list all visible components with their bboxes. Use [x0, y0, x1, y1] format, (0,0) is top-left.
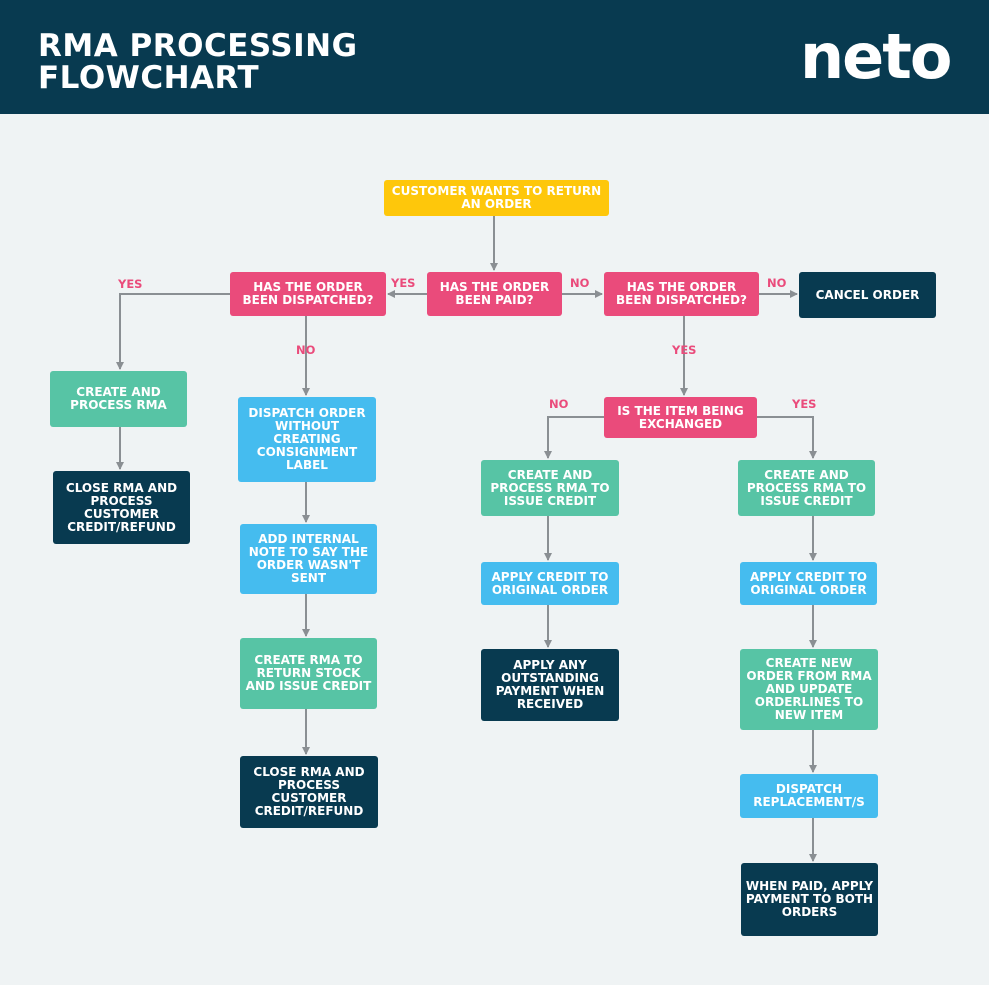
- credit-node-yes: CREATE AND PROCESS RMA TO ISSUE CREDIT: [738, 460, 875, 516]
- new-order-node: CREATE NEW ORDER FROM RMA AND UPDATE ORD…: [740, 649, 878, 730]
- arrow-left-yes: [116, 293, 230, 370]
- label-paid-no: NO: [570, 276, 590, 290]
- title-line-2: FLOWCHART: [38, 60, 260, 96]
- decision-dispatched-right: HAS THE ORDER BEEN DISPATCHED?: [604, 272, 759, 316]
- start-node: CUSTOMER WANTS TO RETURN AN ORDER: [384, 180, 609, 216]
- label-right-no: NO: [767, 276, 787, 290]
- arrow-exch-yes: [757, 416, 817, 459]
- create-rma-return-node: CREATE RMA TO RETURN STOCK AND ISSUE CRE…: [240, 638, 377, 709]
- close-rma-node-2: CLOSE RMA AND PROCESS CUSTOMER CREDIT/RE…: [240, 756, 378, 828]
- apply-credit-node-no: APPLY CREDIT TO ORIGINAL ORDER: [481, 562, 619, 605]
- dispatch-replacement-node: DISPATCH REPLACEMENT/S: [740, 774, 878, 818]
- label-left-yes: YES: [118, 277, 143, 291]
- neto-logo: neto: [800, 20, 952, 93]
- apply-outstanding-node: APPLY ANY OUTSTANDING PAYMENT WHEN RECEI…: [481, 649, 619, 721]
- close-rma-node-1: CLOSE RMA AND PROCESS CUSTOMER CREDIT/RE…: [53, 471, 190, 544]
- label-right-yes: YES: [672, 343, 697, 357]
- decision-paid: HAS THE ORDER BEEN PAID?: [427, 272, 562, 316]
- label-paid-yes: YES: [391, 276, 416, 290]
- decision-exchanged: IS THE ITEM BEING EXCHANGED: [604, 397, 757, 438]
- label-exch-yes: YES: [792, 397, 817, 411]
- cancel-order-node: CANCEL ORDER: [799, 272, 936, 318]
- dispatch-without-label-node: DISPATCH ORDER WITHOUT CREATING CONSIGNM…: [238, 397, 376, 482]
- create-process-rma-node: CREATE AND PROCESS RMA: [50, 371, 187, 427]
- label-left-no: NO: [296, 343, 316, 357]
- title-line-1: RMA PROCESSING: [38, 28, 358, 64]
- label-exch-no: NO: [549, 397, 569, 411]
- credit-node-no: CREATE AND PROCESS RMA TO ISSUE CREDIT: [481, 460, 619, 516]
- apply-credit-node-yes: APPLY CREDIT TO ORIGINAL ORDER: [740, 562, 877, 605]
- internal-note-node: ADD INTERNAL NOTE TO SAY THE ORDER WASN'…: [240, 524, 377, 594]
- when-paid-node: WHEN PAID, APPLY PAYMENT TO BOTH ORDERS: [741, 863, 878, 936]
- arrow-exch-no: [544, 416, 604, 459]
- header-banner: RMA PROCESSING FLOWCHART neto: [0, 0, 989, 114]
- page-title: RMA PROCESSING FLOWCHART: [38, 30, 358, 94]
- decision-dispatched-left: HAS THE ORDER BEEN DISPATCHED?: [230, 272, 386, 316]
